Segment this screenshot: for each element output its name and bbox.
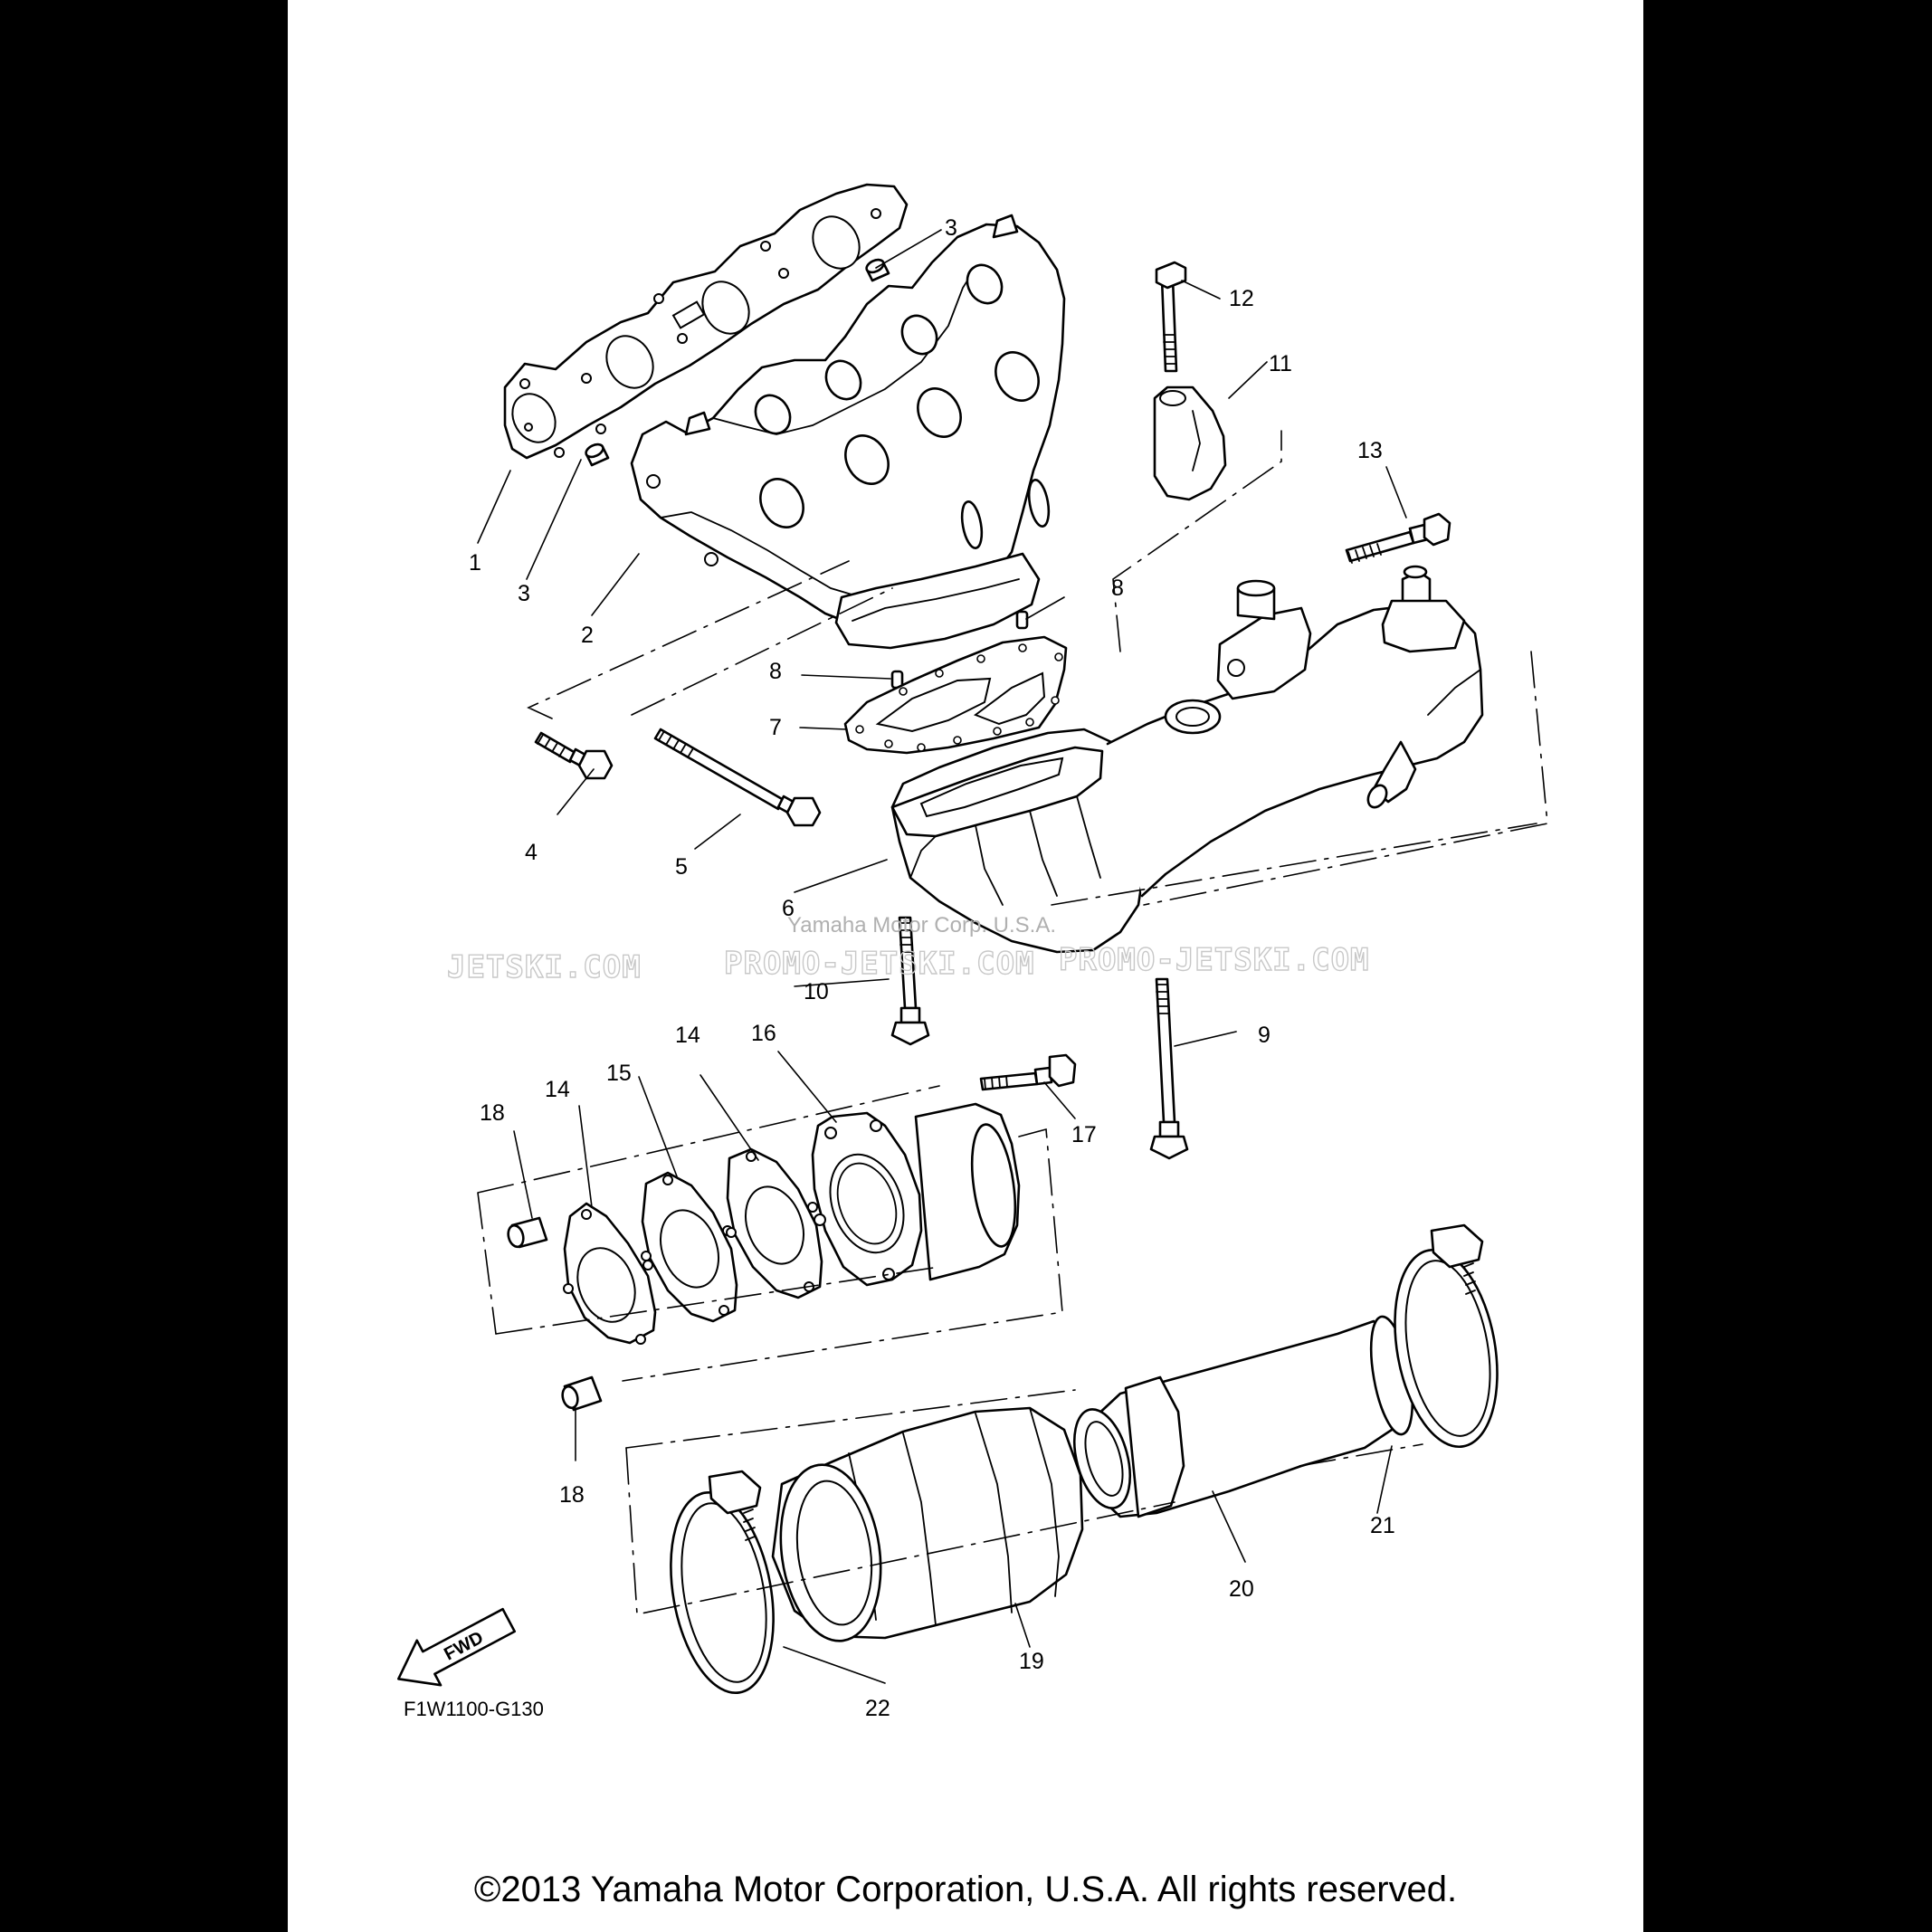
- callout-14b: 14: [675, 1023, 700, 1048]
- callout-10: 10: [804, 979, 829, 1004]
- part-2-exhaust-manifold: [630, 214, 1066, 650]
- callout-22: 22: [865, 1696, 890, 1721]
- callout-6: 6: [782, 896, 795, 921]
- part-14-gasket: [563, 1202, 657, 1345]
- leader-lines: [477, 229, 1407, 1684]
- part-17-bolt: [979, 1053, 1077, 1091]
- part-1-gasket: [503, 183, 909, 460]
- callout-21: 21: [1370, 1513, 1395, 1538]
- part-10-bolt: [890, 916, 930, 1046]
- callout-13: 13: [1357, 438, 1383, 463]
- part-16-flange-pipe: [811, 1102, 1021, 1287]
- part-6-exhaust-pipe: [890, 565, 1484, 954]
- fwd-arrow-icon: FWD: [397, 1607, 517, 1687]
- callout-20: 20: [1229, 1576, 1254, 1602]
- part-4-bolt: [534, 731, 614, 780]
- callout-8b: 8: [1111, 576, 1124, 601]
- callout-3: 3: [518, 581, 530, 606]
- part-8-pin-b: [1015, 610, 1029, 630]
- part-22-hose-clamp: [670, 1470, 775, 1694]
- callout-17: 17: [1071, 1122, 1097, 1147]
- callout-labels: 1 2 3 3 4 5 6 7 8 8 9 10 11 12 13 14 14 …: [469, 215, 1395, 1721]
- part-14-gasket-b: [726, 1147, 823, 1299]
- copyright-notice: ©2013 Yamaha Motor Corporation, U.S.A. A…: [473, 1870, 1458, 1909]
- callout-7: 7: [769, 715, 782, 740]
- callout-3b: 3: [945, 215, 957, 241]
- part-11-bracket: [1153, 385, 1227, 501]
- part-20-pipe: [1073, 1315, 1414, 1518]
- part-12-bolt: [1155, 261, 1187, 373]
- part-15-gasket: [641, 1171, 738, 1323]
- part-7-gasket: [843, 635, 1068, 755]
- part-5-long-bolt: [653, 728, 822, 827]
- part-3-dowel-pin: [585, 443, 610, 467]
- part-9-long-bolt: [1149, 977, 1189, 1160]
- part-18-collar-b: [561, 1375, 603, 1412]
- callout-5: 5: [675, 854, 688, 880]
- callout-14: 14: [545, 1077, 570, 1102]
- watermark: JETSKI.COM PROMO-JETSKI.COM PROMO-JETSKI…: [446, 913, 1370, 986]
- callout-4: 4: [525, 840, 538, 865]
- assembly-guide-lines: [477, 430, 1548, 1615]
- part-3-dowel-pin-b: [865, 258, 890, 282]
- callout-9: 9: [1258, 1023, 1271, 1048]
- part-18-collar: [507, 1216, 548, 1249]
- watermark-center: PROMO-JETSKI.COM: [724, 946, 1035, 982]
- watermark-left: JETSKI.COM: [447, 949, 642, 985]
- callout-12: 12: [1229, 286, 1254, 311]
- callout-19: 19: [1019, 1649, 1044, 1674]
- callout-8: 8: [769, 659, 782, 684]
- part-13-bolt: [1345, 512, 1451, 564]
- part-19-joint-hose: [771, 1406, 1084, 1642]
- callout-1: 1: [469, 550, 481, 576]
- callout-2: 2: [581, 623, 594, 648]
- diagram-sheet: 1 2 3 3 4 5 6 7 8 8 9 10 11 12 13 14 14 …: [288, 0, 1643, 1932]
- callout-18b: 18: [559, 1482, 585, 1508]
- callout-15: 15: [606, 1061, 632, 1086]
- callout-16: 16: [751, 1021, 776, 1046]
- callout-11: 11: [1269, 351, 1292, 376]
- part-21-hose-clamp: [1394, 1223, 1499, 1449]
- figure-code: F1W1100-G130: [404, 1698, 544, 1720]
- watermark-faint: Yamaha Motor Corp. U.S.A.: [787, 913, 1056, 937]
- watermark-right: PROMO-JETSKI.COM: [1059, 942, 1370, 978]
- exhaust-parts-diagram: 1 2 3 3 4 5 6 7 8 8 9 10 11 12 13 14 14 …: [397, 183, 1548, 1721]
- callout-18: 18: [480, 1100, 505, 1126]
